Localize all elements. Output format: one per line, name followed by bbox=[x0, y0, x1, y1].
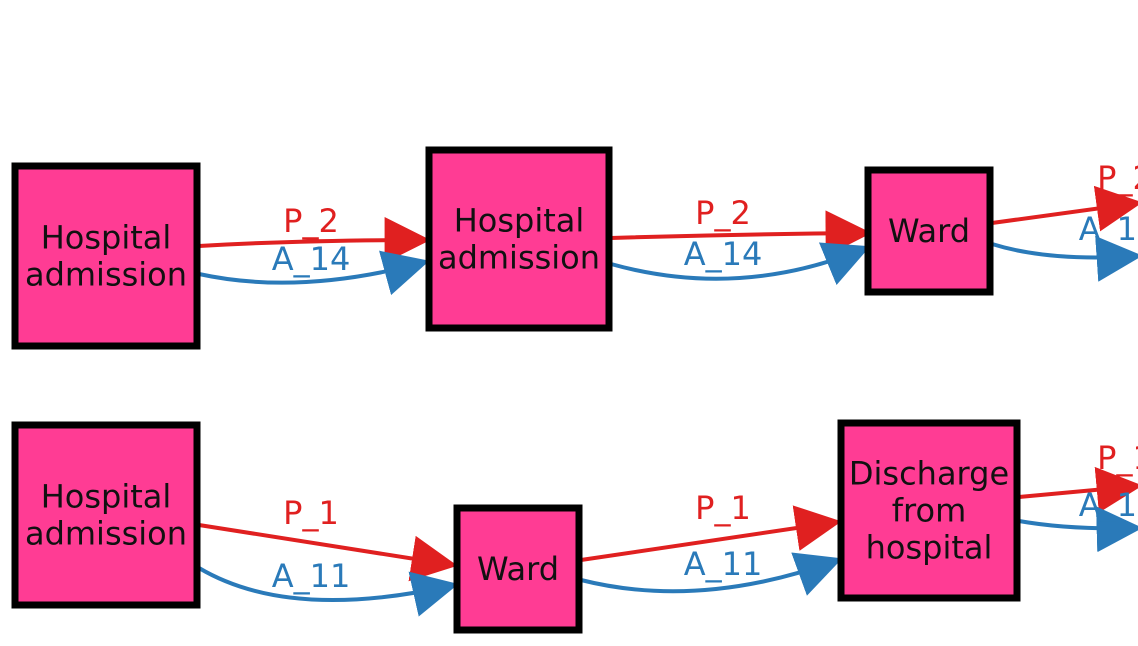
a-edge-label: A_14 bbox=[1079, 210, 1138, 248]
edge-group: P_2A_14 bbox=[198, 202, 431, 296]
a-edge-label: A_11 bbox=[1079, 486, 1138, 524]
p-edge-arrow bbox=[580, 505, 842, 562]
process-node: Ward bbox=[453, 504, 583, 634]
a-edge-arrow bbox=[197, 566, 459, 617]
node-box bbox=[11, 421, 201, 609]
p-edge-label: P_1 bbox=[695, 489, 751, 527]
node-label: from bbox=[892, 492, 966, 530]
node-label: Discharge bbox=[849, 455, 1009, 493]
a-edge-label: A_11 bbox=[684, 545, 763, 583]
a-edge-label: A_11 bbox=[272, 557, 351, 595]
node-box bbox=[453, 504, 583, 634]
node-box bbox=[837, 419, 1021, 602]
a-edge-arrow bbox=[580, 552, 843, 596]
a-edge-arrow bbox=[198, 250, 430, 296]
node-label: Ward bbox=[888, 212, 970, 250]
node-label: Hospital bbox=[41, 478, 172, 516]
a-edge-arrow bbox=[610, 242, 871, 286]
a-edge-arrow bbox=[991, 235, 1138, 282]
edge-group: P_2A_14 bbox=[610, 194, 872, 286]
p-edge-label: P_2 bbox=[695, 194, 751, 232]
p-edge-label: P_1 bbox=[1097, 439, 1138, 477]
node-label: admission bbox=[438, 239, 600, 277]
edge-group: P_1A_11 bbox=[1018, 439, 1138, 553]
a-edge-label: A_14 bbox=[684, 235, 763, 273]
p-edge-arrow bbox=[198, 217, 431, 264]
p-edge-arrow bbox=[610, 210, 872, 257]
node-label: admission bbox=[25, 256, 187, 294]
edge-group: P_1A_11 bbox=[580, 489, 843, 596]
node-label: hospital bbox=[866, 529, 993, 567]
p-edge-label: P_2 bbox=[283, 202, 339, 240]
a-edge-arrow bbox=[1018, 506, 1138, 553]
node-box bbox=[425, 146, 613, 332]
node-label: Hospital bbox=[454, 202, 585, 240]
p-edge-label: P_1 bbox=[283, 494, 339, 532]
node-box bbox=[864, 166, 994, 296]
p-edge-arrow bbox=[198, 523, 458, 582]
p-edge-label: P_2 bbox=[1097, 159, 1138, 197]
p-edge-arrow bbox=[1018, 466, 1138, 513]
node-label: Ward bbox=[477, 550, 559, 588]
process-node: Ward bbox=[864, 166, 994, 296]
edge-group: P_2A_14 bbox=[991, 159, 1138, 282]
a-edge-label: A_14 bbox=[272, 240, 351, 278]
node-box bbox=[11, 162, 201, 350]
node-label: Hospital bbox=[41, 219, 172, 257]
p-edge-arrow bbox=[991, 185, 1138, 232]
node-label: admission bbox=[25, 515, 187, 553]
edge-group: P_1A_11 bbox=[197, 494, 459, 617]
